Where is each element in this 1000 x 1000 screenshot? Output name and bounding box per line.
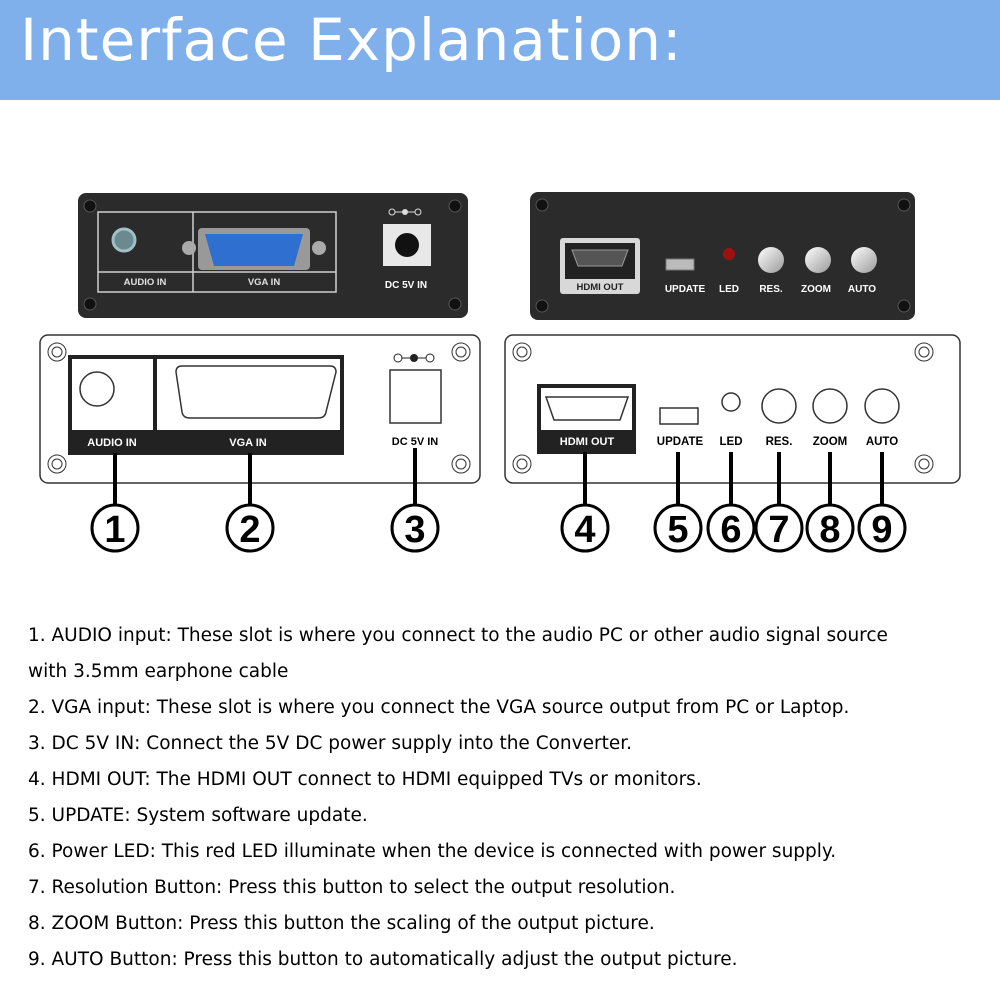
- description-line: 2. VGA input: These slot is where you co…: [28, 697, 850, 718]
- photo-res-label: RES.: [759, 284, 783, 295]
- drawing-dc-symbol: [393, 353, 435, 363]
- photo-zoom-button: [805, 247, 831, 273]
- description-line: 1. AUDIO input: These slot is where you …: [28, 625, 888, 646]
- right-device-photo: HDMI OUT UPDATE LED RES. ZOOM AUTO: [530, 192, 915, 320]
- callout-4-label: 4: [574, 509, 595, 551]
- drawing-audio-label: AUDIO IN: [87, 437, 137, 449]
- callout-5-label: 5: [667, 509, 688, 551]
- drawing-hdmi-label: HDMI OUT: [560, 436, 615, 448]
- page-title: Interface Explanation:: [20, 6, 683, 74]
- title-banner: Interface Explanation:: [0, 0, 1000, 100]
- description-line: 9. AUTO Button: Press this button to aut…: [28, 949, 738, 970]
- audio-jack: [111, 227, 137, 253]
- dc-jack: [383, 208, 431, 266]
- right-device-drawing: HDMI OUT UPDATE LED RES. ZOOM AUTO: [504, 334, 961, 484]
- callout-7: 7: [754, 503, 804, 553]
- description-line: 5. UPDATE: System software update.: [28, 805, 368, 826]
- photo-led-label: LED: [719, 284, 739, 295]
- callout-8-label: 8: [819, 509, 840, 551]
- photo-vga-label: VGA IN: [248, 277, 281, 288]
- photo-usb-port: [665, 258, 695, 271]
- callout-lines: [113, 448, 884, 505]
- photo-res-button: [758, 247, 784, 273]
- photo-hdmi-label: HDMI OUT: [577, 282, 624, 293]
- photo-auto-label: AUTO: [848, 284, 876, 295]
- callout-1: 1: [90, 503, 140, 553]
- callout-5: 5: [653, 503, 703, 553]
- description-line: 3. DC 5V IN: Connect the 5V DC power sup…: [28, 733, 633, 754]
- description-line: 8. ZOOM Button: Press this button the sc…: [28, 913, 655, 934]
- description-line: with 3.5mm earphone cable: [28, 661, 289, 682]
- left-device-drawing: AUDIO IN VGA IN DC 5V IN: [39, 334, 481, 484]
- photo-led: [723, 248, 735, 260]
- callout-6: 6: [706, 503, 756, 553]
- left-device-photo: AUDIO IN VGA IN DC 5V IN: [78, 193, 468, 318]
- description-line: 6. Power LED: This red LED illuminate wh…: [28, 841, 837, 862]
- photo-audio-label: AUDIO IN: [124, 277, 167, 288]
- callout-2-label: 2: [239, 509, 260, 551]
- drawing-dc-label: DC 5V IN: [392, 436, 439, 448]
- drawing-res-label: RES.: [766, 436, 793, 448]
- callout-6-label: 6: [720, 509, 741, 551]
- description-line: 4. HDMI OUT: The HDMI OUT connect to HDM…: [28, 769, 702, 790]
- callout-9: 9: [857, 503, 907, 553]
- drawing-led-label: LED: [720, 436, 743, 448]
- description-list: 1. AUDIO input: These slot is where you …: [28, 618, 988, 978]
- photo-auto-button: [851, 247, 877, 273]
- drawing-auto-label: AUTO: [866, 436, 898, 448]
- callout-3-label: 3: [404, 509, 425, 551]
- callout-2: 2: [225, 503, 275, 553]
- callout-9-label: 9: [871, 509, 892, 551]
- callout-8: 8: [805, 503, 855, 553]
- callout-1-label: 1: [104, 509, 125, 551]
- photo-update-label: UPDATE: [665, 284, 706, 295]
- interface-diagram: AUDIO IN VGA IN DC 5V IN HDMI OUT UPDATE…: [39, 192, 961, 553]
- photo-dc-label: DC 5V IN: [385, 280, 427, 291]
- vga-port: [182, 228, 326, 270]
- callout-3: 3: [390, 503, 440, 553]
- drawing-zoom-label: ZOOM: [813, 436, 848, 448]
- drawing-vga-label: VGA IN: [229, 437, 267, 449]
- description-line: 7. Resolution Button: Press this button …: [28, 877, 676, 898]
- drawing-update-label: UPDATE: [657, 436, 704, 448]
- photo-zoom-label: ZOOM: [801, 284, 831, 295]
- callout-7-label: 7: [768, 509, 789, 551]
- callout-4: 4: [560, 503, 610, 553]
